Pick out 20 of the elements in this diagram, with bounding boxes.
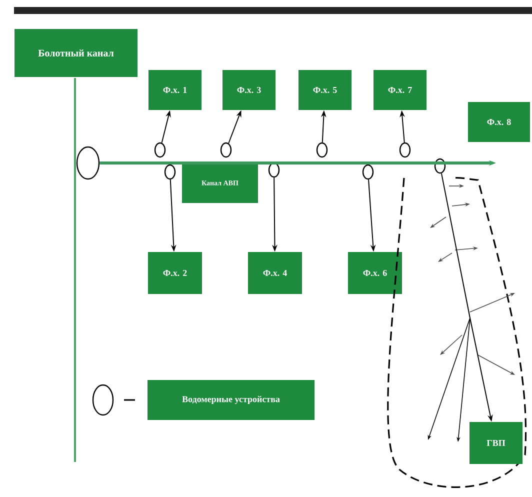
meter-circle xyxy=(164,164,176,180)
meter-circle xyxy=(399,142,411,158)
farm-box: Ф.х. 7 xyxy=(374,70,426,110)
channel-box: Болотный канал xyxy=(14,29,138,77)
farm-box: ГВП xyxy=(470,422,522,464)
farm-box: Ф.х. 5 xyxy=(298,70,352,110)
zone-outline xyxy=(387,177,526,488)
meter-circle xyxy=(220,142,232,158)
farm-box: Ф.х. 1 xyxy=(148,70,202,110)
farm-box: Ф.х. 6 xyxy=(348,252,402,294)
meter-circle xyxy=(154,142,166,158)
meter-circle xyxy=(362,164,374,180)
farm-box: Ф.х. 8 xyxy=(468,102,530,142)
meter-circle xyxy=(316,142,328,158)
meter-circle xyxy=(434,158,446,174)
farm-box: Ф.х. 2 xyxy=(148,252,202,294)
meter-circle xyxy=(76,146,100,180)
legend-box: Водомерные устройства xyxy=(148,380,314,420)
farm-box: Ф.х. 4 xyxy=(248,252,302,294)
farm-box: Ф.х. 3 xyxy=(222,70,276,110)
